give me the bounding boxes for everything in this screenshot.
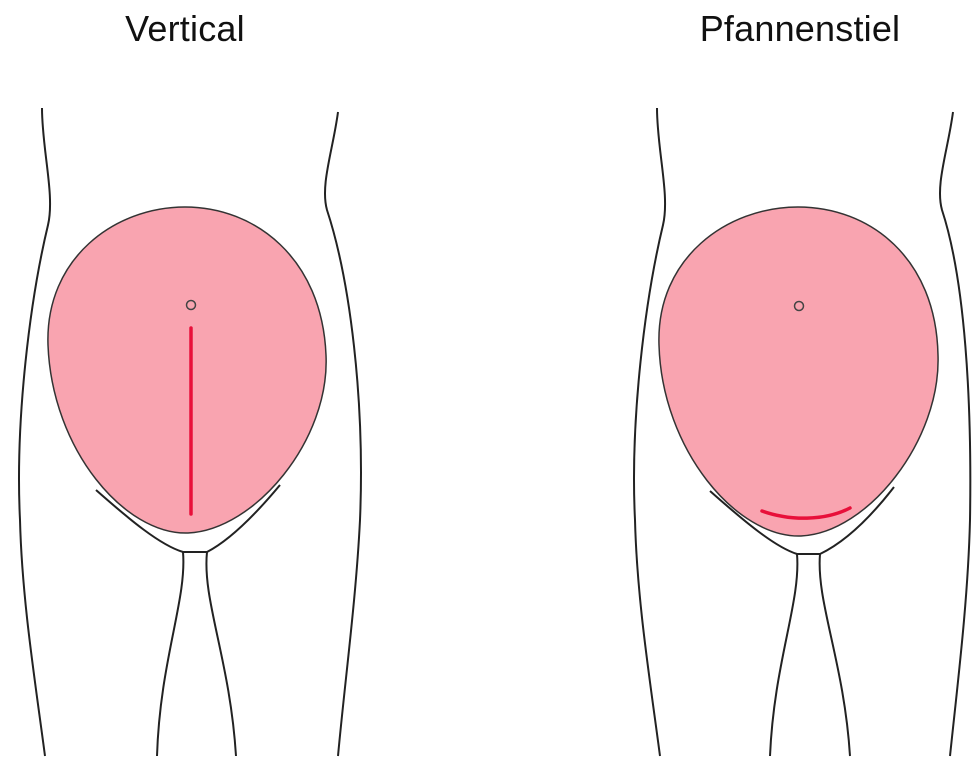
panel-pfannenstiel [634, 108, 970, 756]
inner-leg-right [820, 554, 850, 756]
body-outline-right [325, 112, 361, 756]
abdomen [659, 207, 938, 536]
abdomen [48, 207, 326, 533]
inner-leg-left [770, 554, 797, 756]
inner-leg-left [157, 552, 183, 756]
body-outline-left [634, 108, 665, 756]
panel-vertical [19, 108, 361, 756]
body-outline-right [940, 112, 970, 756]
inner-leg-right [206, 552, 236, 756]
body-outline-left [19, 108, 50, 756]
